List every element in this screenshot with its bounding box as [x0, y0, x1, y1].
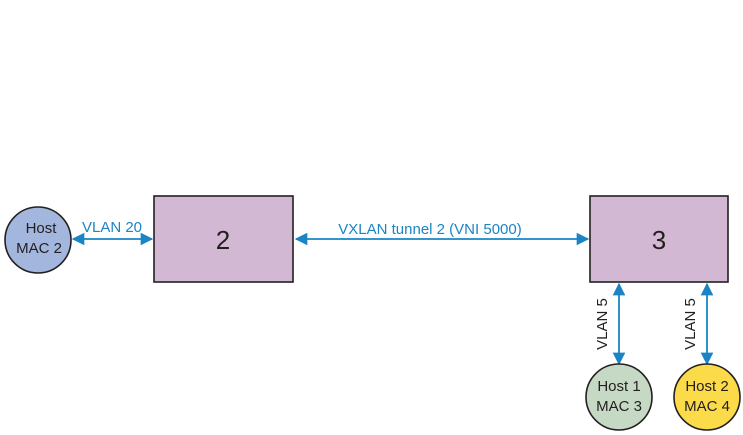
host-2: Host 2 MAC 4 — [673, 363, 741, 431]
vxlan-tunnel-label: VXLAN tunnel 2 (VNI 5000) — [338, 221, 521, 238]
switch-2-box — [153, 195, 294, 283]
host-2-line1: Host 2 — [685, 378, 728, 395]
host-mac-2-line2: MAC 2 — [16, 240, 62, 257]
switch-3-box — [589, 195, 729, 283]
switch-2-label: 2 — [216, 225, 230, 255]
host-1: Host 1 MAC 3 — [585, 363, 653, 431]
host-1-line1: Host 1 — [597, 378, 640, 395]
vlan-5-host-2-label: VLAN 5 — [682, 298, 699, 350]
host-1-line2: MAC 3 — [596, 398, 642, 415]
host-2-line2: MAC 4 — [684, 398, 730, 415]
host-mac-2: Host MAC 2 — [4, 206, 72, 274]
switch-3-label: 3 — [652, 225, 666, 255]
host-mac-2-line1: Host — [26, 220, 58, 237]
vlan-20-label: VLAN 20 — [82, 219, 142, 236]
switch-3: 3 — [589, 195, 729, 283]
host-mac-2-circle — [4, 206, 72, 274]
host-2-circle — [673, 363, 741, 431]
switch-2: 2 — [153, 195, 294, 283]
host-1-circle — [585, 363, 653, 431]
vlan-5-host-1-label: VLAN 5 — [594, 298, 611, 350]
